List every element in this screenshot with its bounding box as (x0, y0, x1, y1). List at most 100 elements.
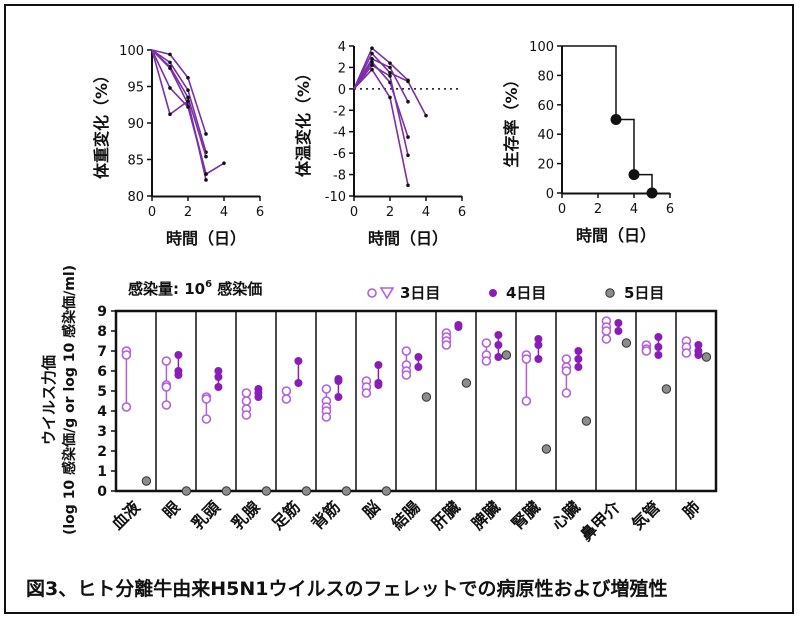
titer-day4-point (534, 341, 543, 349)
temp-point (406, 183, 410, 188)
titer-category-label: 肝臓 (428, 497, 464, 533)
survival-y-tick-label: 80 (537, 69, 554, 84)
temp-x-tick-label: 4 (422, 205, 430, 220)
titer-day5-point (541, 444, 552, 454)
titer-day5-point (581, 416, 592, 426)
titer-day3-point (281, 386, 292, 396)
temp-point (424, 113, 428, 118)
titer-day4-point (654, 351, 663, 359)
titer-day5-point (381, 486, 392, 496)
titer-day4-point (574, 363, 583, 371)
survival-point (610, 114, 622, 125)
weight-series-line (151, 49, 207, 135)
temp-series-line (353, 68, 409, 186)
temp-x-tick-label: 6 (458, 205, 466, 220)
titer-day5-point (141, 476, 152, 486)
titer-y-label-units: (log 10 感染価/g or log 10 感染価/ml) (61, 265, 78, 535)
titer-day3-point (321, 412, 332, 422)
titer-category-label: 肺 (679, 497, 704, 522)
weight-point (186, 105, 190, 109)
temp-y-tick-label: 0 (338, 83, 346, 98)
figure-frame (4, 4, 794, 614)
titer-day4-point (654, 343, 663, 351)
survival-point (628, 169, 640, 181)
titer-day5-point (221, 486, 232, 496)
titer-category-label: 腎臓 (508, 497, 544, 533)
titer-y-tick-label: 1 (97, 464, 107, 480)
titer-day4-point (614, 327, 623, 335)
titer-day5-point (701, 352, 712, 362)
titer-category-label: 血液 (108, 497, 145, 534)
titer-day3-point (281, 394, 292, 404)
temp-y-tick-label: -6 (333, 147, 346, 162)
titer-day4-point (654, 333, 663, 341)
titer-category-label: 乳頭 (188, 497, 225, 534)
weight-point (186, 95, 190, 100)
titer-day3-point (561, 366, 572, 376)
temp-x-tick-label: 2 (386, 205, 394, 220)
temp-y-tick-label: -8 (333, 169, 346, 184)
survival-y-tick-label: 20 (537, 158, 554, 173)
titer-day3-point (321, 384, 332, 394)
titer-day3-point (641, 346, 652, 356)
titer-y-tick-label: 9 (97, 304, 107, 320)
titer-day4-point (694, 351, 703, 359)
temp-series-line (353, 64, 409, 156)
weight-x-tick-label: 2 (184, 205, 192, 220)
titer-y-tick-label: 2 (97, 444, 107, 460)
weight-point (168, 60, 172, 65)
titer-day4-point (294, 379, 303, 387)
titer-day4-point (294, 357, 303, 365)
weight-y-tick-label: 90 (127, 117, 144, 132)
temp-point (370, 63, 374, 68)
titer-y-label: ウイルス力価 (40, 355, 58, 445)
titer-day4-point (574, 347, 583, 355)
weight-point (168, 86, 172, 90)
temp-point (388, 74, 392, 78)
titer-day5-point (461, 378, 472, 388)
weight-x-tick-label: 6 (256, 205, 264, 220)
titer-day3-point (161, 382, 172, 392)
survival-x-label: 時間（日） (576, 226, 656, 245)
temp-point (406, 99, 410, 104)
titer-day4-point (254, 393, 263, 401)
weight-point (204, 154, 208, 159)
weight-point (168, 52, 172, 57)
titer-day5-point (301, 486, 312, 496)
weight-x-tick-label: 0 (148, 205, 156, 220)
titer-day5-point (661, 384, 672, 394)
titer-day3-point (201, 414, 212, 424)
temp-point (370, 57, 374, 61)
titer-day3-point (681, 348, 692, 358)
titer-day3-point (401, 370, 412, 380)
temp-point (388, 65, 392, 70)
legend-day4-label: 4日目 (506, 284, 546, 302)
titer-day4-point (334, 393, 343, 401)
titer-day4-point (174, 351, 183, 359)
titer-day3-point (561, 354, 572, 364)
weight-point (168, 66, 172, 71)
titer-day3-point (241, 410, 252, 420)
weight-point (186, 75, 190, 80)
survival-y-label: 生存率（%） (502, 71, 521, 167)
weight-y-tick-label: 80 (127, 190, 144, 205)
titer-day4-point (614, 319, 623, 327)
titer-y-tick-label: 0 (97, 484, 107, 500)
titer-day3-point (121, 402, 132, 412)
titer-category-label: 眼 (159, 497, 184, 522)
titer-day3-point (121, 350, 132, 360)
titer-day5-point (501, 350, 512, 360)
weight-series-line (151, 49, 225, 176)
legend-day4-marker (489, 289, 497, 297)
titer-day3-point (441, 340, 452, 350)
dose-label: 感染量: 106 感染価 (128, 279, 262, 298)
titer-day4-point (374, 361, 383, 369)
titer-category-label: 脾臓 (468, 497, 504, 533)
temp-y-label: 体温変化（%） (294, 65, 313, 177)
survival-x-tick-label: 0 (558, 202, 566, 217)
temp-series-line (353, 60, 409, 138)
